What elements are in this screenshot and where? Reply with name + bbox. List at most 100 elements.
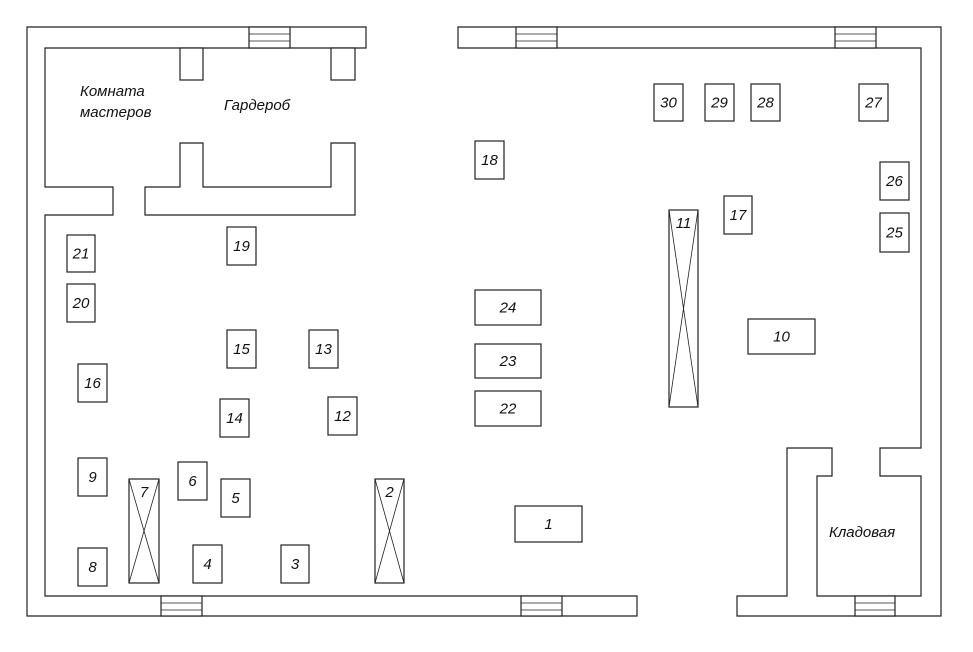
equipment-box [66,234,96,273]
equipment-box [474,140,505,180]
equipment-box [77,363,108,403]
equipment-7: 7 [140,484,149,501]
equipment-box [77,457,108,497]
equipment-13: 13 [308,329,339,369]
equipment-number: 20 [72,295,90,312]
equipment-8: 8 [77,547,108,587]
equipment-number: 10 [773,328,790,345]
equipment-box [750,83,781,122]
left-building-walls [26,26,638,617]
equipment-box [177,461,208,501]
equipment-number: 5 [231,490,240,507]
equipment-box [66,283,96,323]
wall-stub [179,47,204,81]
equipment-number: 6 [188,473,197,490]
equipment-number: 17 [730,207,747,224]
equipment-number: 12 [334,408,351,425]
equipment-26: 26 [879,161,910,201]
equipment-box [879,161,910,201]
equipment-number: 30 [660,94,677,111]
equipment-number: 24 [499,299,517,316]
equipment-box [514,505,583,543]
equipment-box [308,329,339,369]
equipment-box [280,544,310,584]
equipment-number: 29 [710,94,728,111]
equipment-7 [128,478,160,584]
equipment-29: 29 [704,83,735,122]
equipment-box [704,83,735,122]
window [854,595,896,617]
equipment-box [226,329,257,369]
equipment-25: 25 [879,212,910,253]
equipment-9: 9 [77,457,108,497]
equipment-number: 25 [885,224,903,241]
equipment-box [653,83,684,122]
window [248,26,291,49]
equipment-6: 6 [177,461,208,501]
equipment-23: 23 [474,343,542,379]
equipment-22: 22 [474,390,542,427]
equipment-19: 19 [226,226,257,266]
window [515,26,558,49]
equipment-5: 5 [220,478,251,518]
equipment-box [77,547,108,587]
equipment-20: 20 [66,283,96,323]
equipment-4: 4 [192,544,223,584]
equipment-number: 23 [499,353,517,370]
equipment-box [474,390,542,427]
equipment-1: 1 [514,505,583,543]
equipment-17: 17 [723,195,753,235]
equipment-14: 14 [219,398,250,438]
equipment-number: 14 [226,410,243,427]
equipment-box [220,478,251,518]
equipment-16: 16 [77,363,108,403]
equipment-21: 21 [66,234,96,273]
equipment-15: 15 [226,329,257,369]
equipment-11: 11 [676,215,692,232]
equipment-number: 27 [864,94,882,111]
equipment-number: 4 [203,556,211,573]
equipment-box [327,396,358,436]
equipment-10: 10 [747,318,816,355]
equipment-number: 9 [88,469,97,486]
equipment-box [219,398,250,438]
equipment-number: 15 [233,341,250,358]
equipment-box [723,195,753,235]
room-label-masters: мастеров [80,104,152,121]
equipment-18: 18 [474,140,505,180]
equipment-number: 8 [88,559,97,576]
equipment-number: 26 [885,173,903,190]
equipment-number: 18 [481,152,498,169]
room-label-wardrobe: Гардероб [224,97,291,114]
equipment-27: 27 [858,83,889,122]
equipment-number: 16 [84,375,101,392]
equipment-box [474,289,542,326]
equipment-number: 2 [384,484,394,501]
equipment-number: 3 [291,556,300,573]
equipment-number: 28 [756,94,774,111]
room-label-masters: Комната [80,83,145,100]
equipment-28: 28 [750,83,781,122]
equipment-12: 12 [327,396,358,436]
equipment-box [879,212,910,253]
window [160,595,203,617]
equipment-number: 11 [676,215,692,232]
equipment-box [747,318,816,355]
equipment-number: 21 [72,245,90,262]
equipment-box [474,343,542,379]
equipment-24: 24 [474,289,542,326]
room-label-storage: Кладовая [829,524,895,541]
equipment-2 [374,478,405,584]
equipment-number: 7 [140,484,149,501]
wall-stub [330,47,356,81]
equipment-number: 1 [544,516,552,533]
wardrobe-partition [144,142,356,216]
window [520,595,563,617]
equipment-box [192,544,223,584]
equipment-number: 13 [315,341,332,358]
equipment-2: 2 [384,484,394,501]
equipment-box [226,226,257,266]
right-building-walls [457,26,942,617]
equipment-30: 30 [653,83,684,122]
